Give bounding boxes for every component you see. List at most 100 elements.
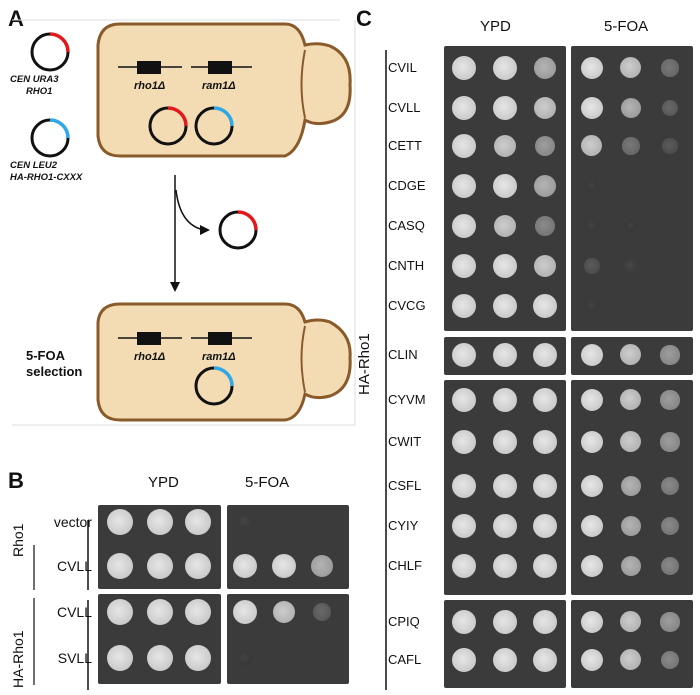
colony-spot: [581, 515, 603, 537]
panel-c-row-label: CNTH: [388, 258, 425, 273]
colony-spot: [452, 294, 476, 318]
colony-spot: [493, 388, 517, 412]
colony-spot: [584, 258, 600, 274]
plasmid2-label-line2: HA-RHO1-CXXX: [10, 172, 83, 183]
gene-rho1-top: rho1Δ: [134, 80, 166, 92]
colony-spot: [452, 610, 476, 634]
colony-spot: [533, 254, 557, 278]
colony-spot: [620, 431, 642, 453]
colony-spot: [533, 96, 557, 120]
colony-spot: [533, 430, 557, 454]
colony-spot: [660, 432, 680, 452]
colony-spot: [624, 259, 638, 273]
colony-spot: [147, 553, 173, 579]
gene-rho1-bottom: rho1Δ: [134, 351, 166, 363]
colony-spot: [493, 96, 517, 120]
gene-ram1-top: ram1Δ: [202, 80, 236, 92]
gene-ram1-bottom: ram1Δ: [202, 351, 236, 363]
colony-spot: [493, 56, 517, 80]
colony-spot: [660, 650, 679, 669]
colony-spot: [452, 430, 476, 454]
colony-spot: [533, 294, 557, 318]
colony-spot: [660, 390, 680, 410]
colony-spot: [534, 135, 556, 157]
colony-spot: [493, 648, 517, 672]
selection-label-line2: selection: [26, 364, 83, 379]
colony-spot: [147, 509, 173, 535]
colony-spot: [493, 343, 517, 367]
colony-spot: [452, 174, 476, 198]
colony-spot: [107, 509, 133, 535]
panel-c-row-label: CHLF: [388, 558, 422, 573]
panel-c-row-label: CYVM: [388, 392, 426, 407]
colony-spot: [620, 97, 641, 118]
colony-spot: [620, 515, 641, 536]
colony-spot: [313, 603, 331, 621]
colony-spot: [533, 474, 557, 498]
colony-spot: [660, 345, 680, 365]
colony-spot: [452, 96, 476, 120]
colony-spot: [620, 389, 642, 411]
colony-spot: [660, 612, 680, 632]
colony-spot: [662, 138, 678, 154]
colony-spot: [238, 651, 252, 665]
colony-spot: [620, 649, 642, 671]
colony-spot: [585, 299, 599, 313]
panel-b-ypd-header: YPD: [148, 474, 179, 491]
panel-b-foa-header: 5-FOA: [245, 474, 290, 491]
colony-spot: [452, 214, 476, 238]
colony-spot: [581, 611, 603, 633]
colony-spot: [107, 599, 133, 625]
colony-spot: [624, 219, 638, 233]
colony-spot: [534, 57, 556, 79]
colony-spot: [452, 254, 476, 278]
colony-spot: [147, 645, 173, 671]
colony-spot: [620, 57, 642, 79]
colony-spot: [581, 57, 603, 79]
colony-spot: [581, 555, 603, 577]
panel-b-label: B: [8, 468, 24, 493]
colony-spot: [237, 514, 253, 530]
colony-spot: [581, 649, 603, 671]
colony-spot: [493, 214, 517, 238]
panel-c-foa-header: 5-FOA: [604, 18, 649, 35]
colony-spot: [272, 600, 296, 624]
colony-spot: [452, 388, 476, 412]
panel-c-row-label: CWIT: [388, 434, 422, 449]
colony-spot: [581, 97, 603, 119]
colony-spot: [493, 474, 517, 498]
panel-c-row-label: CASQ: [388, 218, 425, 233]
panel-c-row-label: CDGE: [388, 178, 426, 193]
colony-spot: [533, 388, 557, 412]
colony-spot: [581, 431, 603, 453]
panel-c-row-label: CVLL: [388, 100, 421, 115]
panel-c-label: C: [356, 6, 372, 31]
colony-spot: [452, 554, 476, 578]
colony-spot: [452, 56, 476, 80]
plate-c-foa-1: [571, 46, 693, 331]
plasmid1-label-line2: RHO1: [26, 86, 53, 97]
colony-spot: [581, 389, 603, 411]
panel-c-row-label: CLIN: [388, 347, 418, 362]
colony-spot: [493, 430, 517, 454]
colony-spot: [620, 555, 641, 576]
colony-spot: [660, 556, 679, 575]
colony-spot: [534, 175, 556, 197]
plasmid2-label-line1: CEN LEU2: [10, 160, 57, 171]
colony-spot: [493, 134, 517, 158]
colony-spot: [233, 554, 257, 578]
colony-spot: [620, 611, 642, 633]
panel-c-row-label: CYIY: [388, 518, 419, 533]
colony-spot: [533, 554, 557, 578]
panel-c-group-label: HA-Rho1: [356, 333, 373, 395]
colony-spot: [107, 645, 133, 671]
colony-spot: [452, 514, 476, 538]
colony-spot: [535, 216, 555, 236]
colony-spot: [533, 610, 557, 634]
colony-spot: [107, 553, 133, 579]
panel-c-row-label: CAFL: [388, 652, 422, 667]
yeast-cell-bottom: [96, 302, 352, 422]
colony-spot: [585, 179, 599, 193]
